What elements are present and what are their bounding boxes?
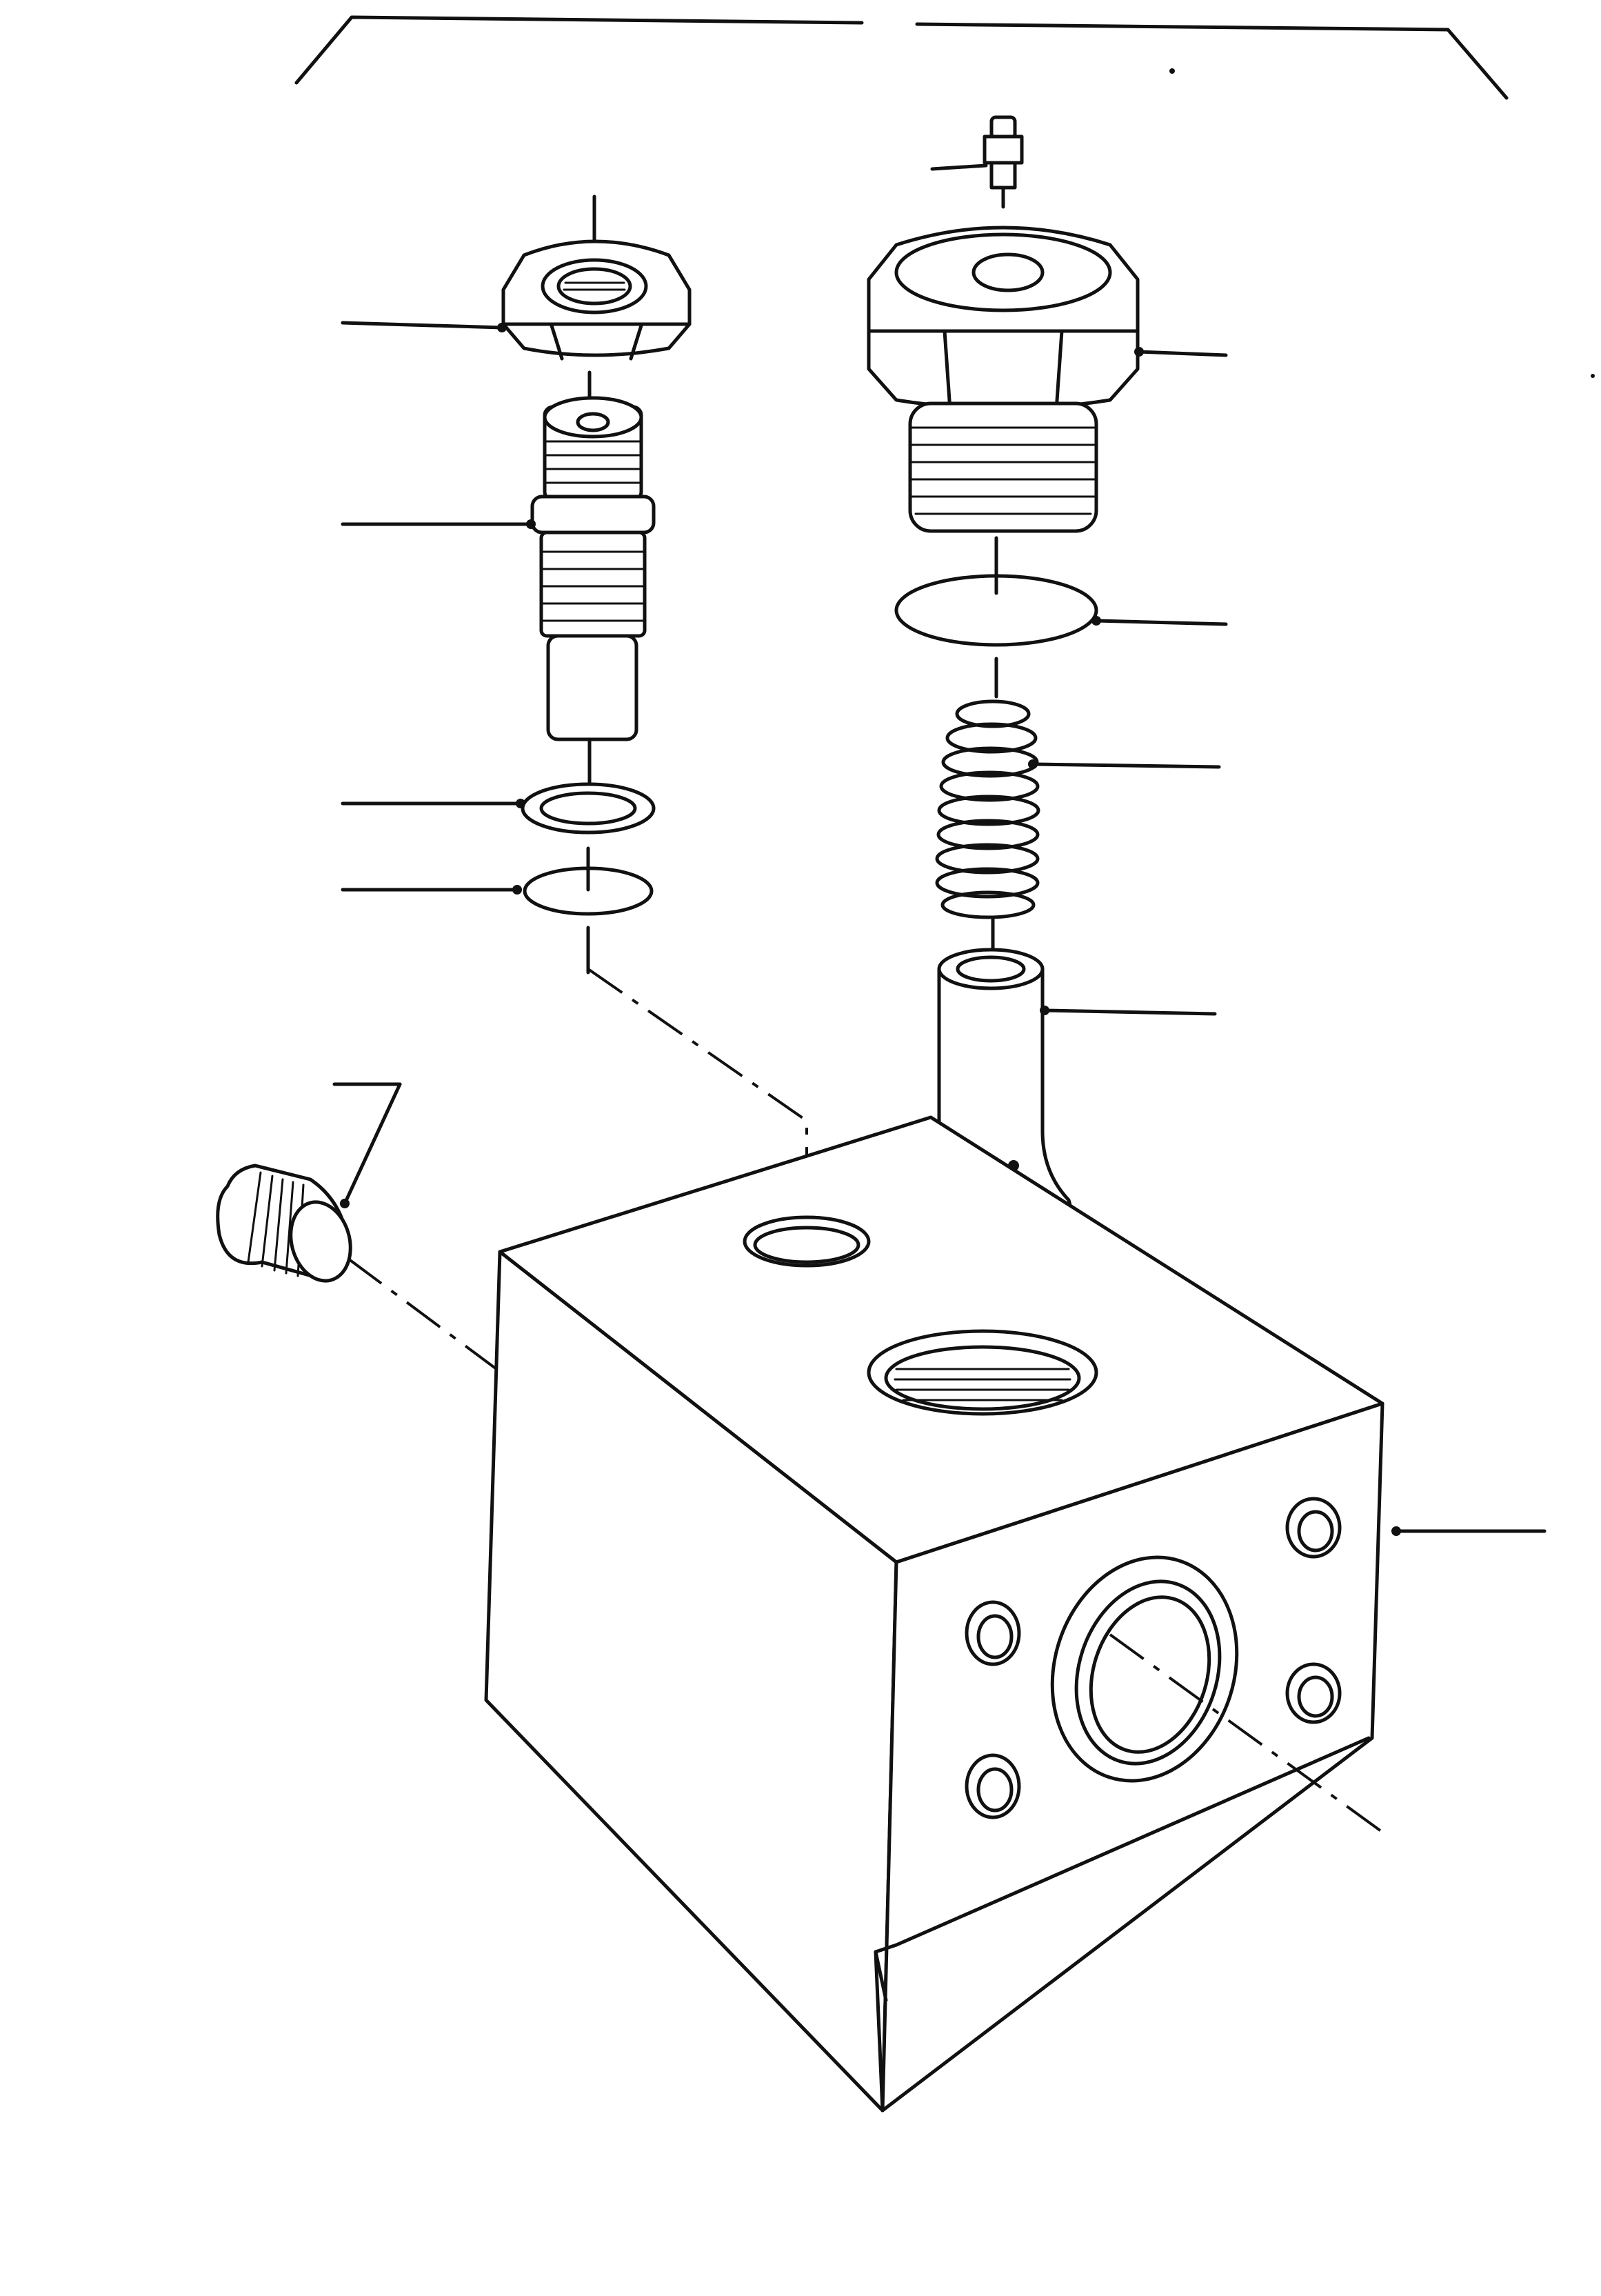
valve-body-block <box>484 1115 1547 2113</box>
small-o-ring <box>341 866 654 975</box>
centre-line-plug <box>347 1257 498 1370</box>
print-specks <box>1169 68 1595 378</box>
centre-line-port <box>1109 1633 1387 1836</box>
washer-ring <box>341 782 656 892</box>
centre-line-left <box>587 968 808 1262</box>
hex-lock-nut <box>341 194 692 416</box>
threaded-plug-with-hex <box>867 226 1228 595</box>
threaded-stem-fitting <box>341 396 656 809</box>
frame-top-lines <box>294 15 1509 100</box>
large-o-ring <box>894 574 1228 699</box>
blanking-plug <box>216 1082 402 1283</box>
grease-nipple <box>930 115 1024 209</box>
valve-spring <box>935 699 1221 954</box>
